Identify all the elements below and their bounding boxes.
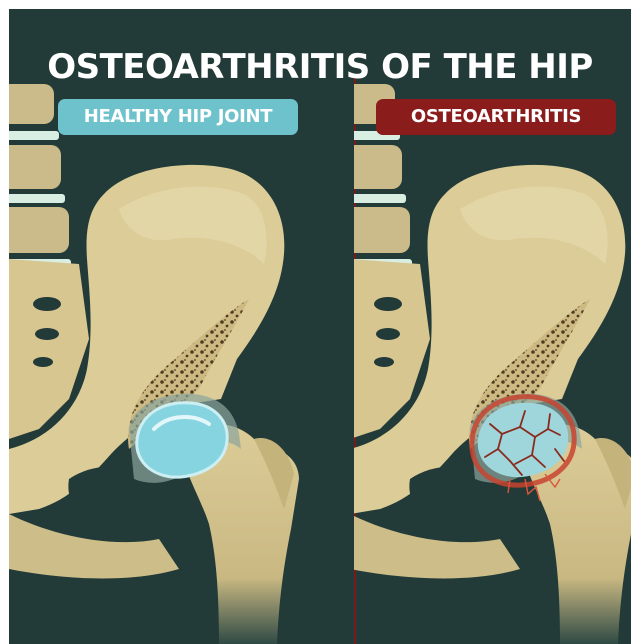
healthy-hip-label: HEALTHY HIP JOINT xyxy=(58,99,298,135)
osteoarthritis-label: OSTEOARTHRITIS xyxy=(376,99,616,135)
infographic-title: OSTEOARTHRITIS OF THE HIP xyxy=(9,47,631,87)
healthy-cartilage xyxy=(137,403,227,477)
illustration-panel: OSTEOARTHRITIS OF THE HIP HEALTHY HIP JO… xyxy=(9,9,631,644)
